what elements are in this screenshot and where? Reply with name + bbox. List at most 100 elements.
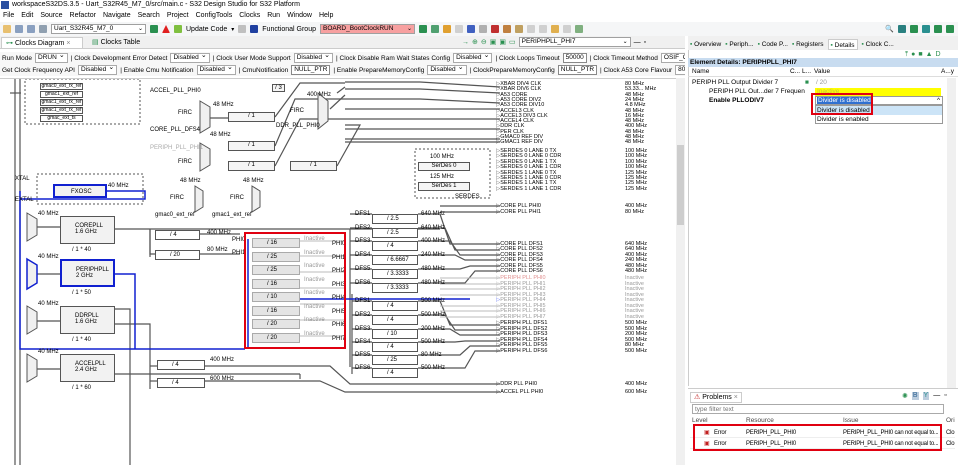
clock-output-frequency[interactable]: 16 MHz [625,112,644,119]
document-icon[interactable] [238,25,247,33]
clock-output[interactable]: ▷SERDES 1 LANE 1 TX [496,180,557,187]
core-phi1-divider[interactable]: / 20 [155,250,200,260]
divider-box[interactable]: / 1 [228,141,275,151]
external-tools-icon[interactable] [514,25,523,33]
redo-icon[interactable] [454,25,463,33]
gmac-ref-input[interactable]: gmac1_ext_rx_ref [40,99,83,106]
alert-icon[interactable]: ▲ [925,51,933,58]
details-row-output-divider[interactable]: PERIPH PLL Output Divider 7 ■ / 20 [692,79,827,86]
clock-output[interactable]: ▷CORE PLL PHI0 [496,203,541,209]
flag-icon[interactable] [418,25,427,33]
undo-icon[interactable] [442,25,451,33]
update-code-button[interactable]: Update Code [186,25,228,33]
clock-output-frequency[interactable]: 400 MHz [625,203,648,209]
maximize-icon[interactable]: ▫ [944,392,947,399]
core-dfs-divider[interactable]: / 3.3333 [372,269,418,279]
clock-output-frequency[interactable]: 125 MHz [625,185,648,192]
tool-icon[interactable] [478,25,487,33]
chip-icon[interactable] [250,25,259,33]
export-icon[interactable]: ▣ [499,39,506,46]
clock-output-frequency[interactable]: 200 MHz [625,331,648,337]
fit-icon[interactable]: ▣ [489,39,497,46]
close-icon[interactable]: × [66,40,71,47]
clock-output[interactable]: ▷PERIPH PLL PHI6 [496,308,546,314]
clock-output-frequency[interactable]: 480 MHz [625,268,648,274]
problem-row[interactable]: ▣ Error PERIPH_PLL_PHI0 PERIPH_PLL_PHI0 … [690,428,955,438]
clock-output-frequency[interactable]: 400 MHz [625,123,648,130]
config-select[interactable]: Disabled [293,52,333,63]
periph-dfs-divider[interactable]: / 4 [372,301,418,311]
clock-output-frequency[interactable]: 640 MHz [625,246,648,253]
clock-output[interactable]: ▷CORE PLL DFS3 [496,251,543,258]
periph-dfs-divider[interactable]: / 4 [372,315,418,325]
periph-phi-divider[interactable]: / 16 [252,305,300,316]
clock-output[interactable]: ▷GMAC0 REF DIV [496,134,544,140]
nav-forward-icon[interactable] [538,25,547,33]
dropdown-option[interactable]: Divider is enabled [817,116,869,123]
debug-icon[interactable] [490,25,499,33]
periph-phi-divider[interactable]: / 10 [252,292,300,302]
clock-output[interactable]: ▷CORE PLL DFS1 [496,241,543,247]
monitor-icon[interactable] [430,25,439,33]
dropdown-option[interactable]: Divider is disabled [816,106,942,115]
clock-output-frequency[interactable]: 100 MHz [625,158,648,165]
gmac-ref-input[interactable]: gmac_ext_ts [40,115,83,122]
core-dfs-divider[interactable]: / 4 [372,241,418,251]
clock-output[interactable]: ▷PER CLK [496,128,524,135]
clock-output[interactable]: ▷SERDES 0 LANE 0 TX [496,148,557,154]
clock-output[interactable]: ▷SERDES 1 LANE 1 CDR [496,185,562,192]
enable-pllodiv7-select[interactable]: Divider is disabled ^ [815,96,943,105]
gmac-ref-input[interactable]: gmac1_ext_ref [40,91,83,98]
core-dfs-divider[interactable]: / 2.5 [372,228,418,238]
view-tab[interactable]: ▪ Details [827,39,858,50]
project-select[interactable]: Uart_S32R45_M7_0⌄ [51,24,146,34]
perspective-clocks-icon[interactable] [922,25,930,33]
periph-phi-divider[interactable]: / 20 [252,319,300,329]
config-input[interactable]: 50000 [562,53,587,63]
maximize-icon[interactable]: ▫ [643,38,647,46]
update-code-dropdown-icon[interactable]: ▾ [231,26,235,33]
periph-dfs-divider[interactable]: / 4 [372,342,418,352]
clock-output-frequency[interactable]: 48 MHz [625,118,644,125]
clock-output-frequency[interactable]: 80 MHz [625,342,644,348]
clock-output[interactable]: ▷CORE PLL PHI1 [496,209,541,215]
clock-output[interactable]: ▷XBAR DIV4 CLK [496,81,542,87]
clock-output[interactable]: ▷A53 CORE DIV10 [496,102,545,109]
clock-output-frequency[interactable]: 48 MHz [625,107,644,114]
config-select[interactable]: OSIF_COUNTER_DUMMY [660,53,685,63]
clock-output[interactable]: ▷PERIPH PLL PHI1 [496,280,546,287]
clock-output[interactable]: ▷PERIPH PLL DFS4 [496,336,548,343]
clock-output[interactable]: ▷SERDES 1 LANE 0 CDR [496,175,562,181]
details-row-output-frequency[interactable]: PERIPH PLL Out...der 7 Frequen Inactive [688,87,943,96]
clock-output[interactable]: ▷CORE PLL DFS2 [496,246,543,253]
back-icon[interactable] [550,25,559,33]
details-d-icon[interactable]: D [935,51,941,58]
clock-output[interactable]: ▷PERIPH PLL DFS5 [496,342,548,348]
arrow-right-icon[interactable]: → [462,38,469,46]
clock-output-frequency[interactable]: 80 MHz [625,81,644,87]
clock-output-frequency[interactable]: 240 MHz [625,257,648,264]
tab-clocks-table[interactable]: ▤ Clocks Table [92,39,141,46]
clock-output[interactable]: ▷GMAC1 REF DIV [496,139,544,146]
clock-output[interactable]: ▷PERIPH PLL PHI2 [496,286,546,292]
lock-icon[interactable]: ■ [918,51,923,58]
clock-output-frequency[interactable]: 640 MHz [625,241,648,247]
clock-output[interactable]: ▷DDR CLK [496,123,525,130]
periph-phi-divider[interactable]: / 16 [252,238,300,248]
gmac-ref-input[interactable]: gmac0_ext_rx_ref [40,83,83,90]
problems-filter-input[interactable] [692,404,944,414]
clock-output-frequency[interactable]: 400 MHz [625,251,648,258]
clock-output-frequency[interactable]: 53.33... MHz [625,86,657,93]
perspective-tee-icon[interactable] [934,25,942,33]
minimize-icon[interactable]: — [933,392,941,399]
clock-output-frequency[interactable]: 125 MHz [625,180,648,187]
diagram-scrollbar[interactable] [676,78,685,465]
periph-dfs-divider[interactable]: / 4 [372,368,418,378]
close-icon[interactable]: × [733,394,738,401]
core-dfs-divider[interactable]: / 2.5 [372,214,418,224]
menu-item[interactable]: Clocks [239,12,261,19]
clock-output[interactable]: ▷A53 CORE [496,91,528,98]
